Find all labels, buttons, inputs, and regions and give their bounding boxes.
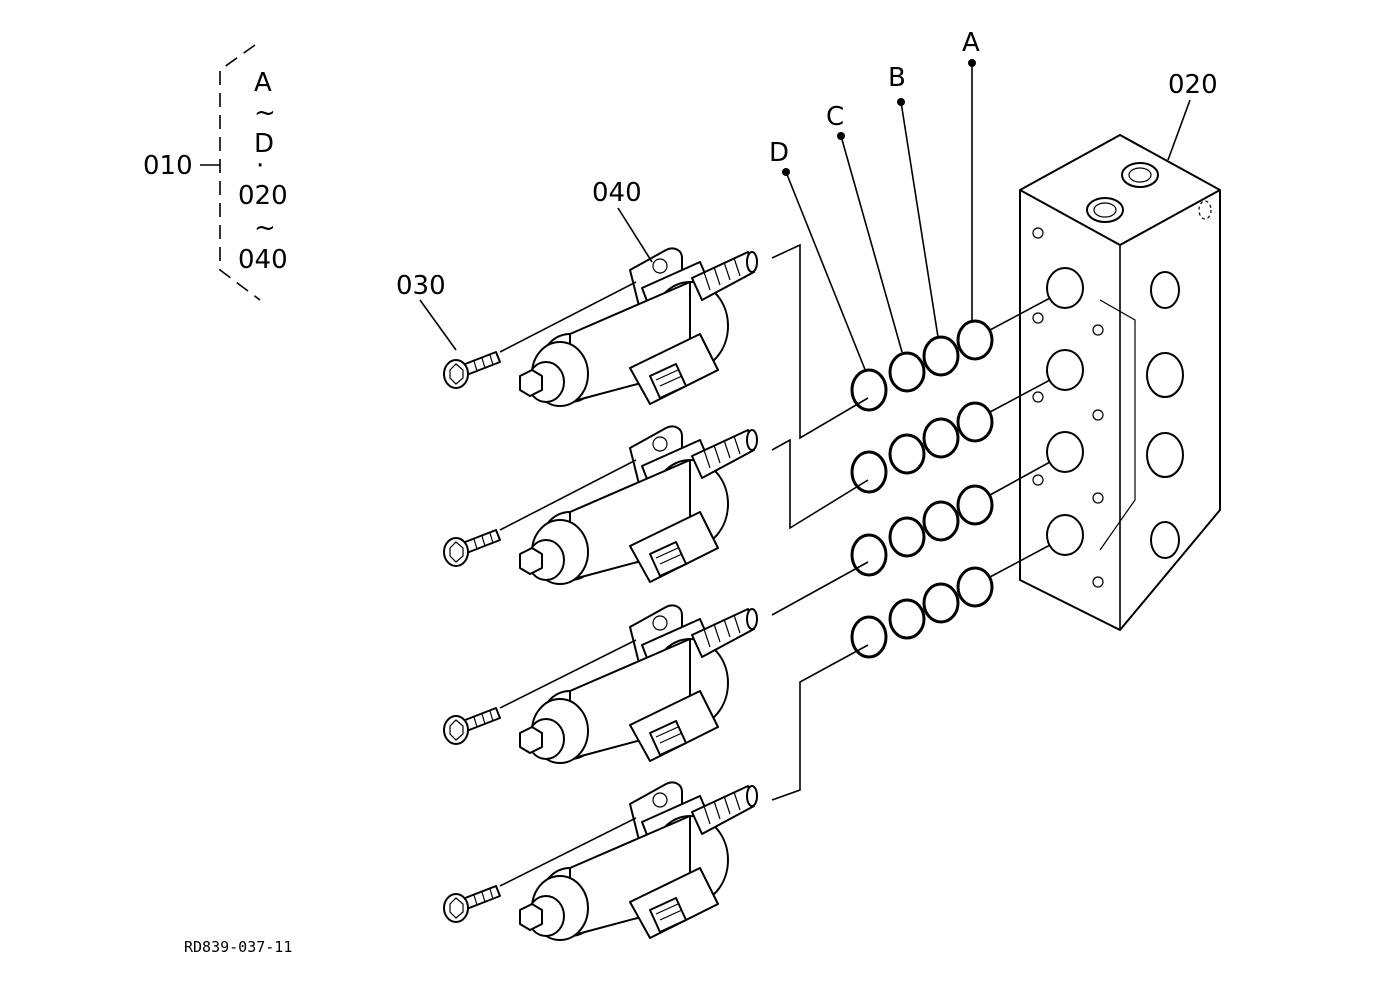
legend-range-a-end: D: [254, 129, 274, 159]
legend-range-a-start: A: [254, 68, 272, 98]
callout-020: 020: [1167, 70, 1218, 161]
legend-dot: ·: [256, 151, 264, 181]
callout-020-label: 020: [1168, 70, 1218, 100]
callout-b-label: B: [888, 63, 906, 93]
o-ring-set-1: [850, 319, 994, 412]
bolt-axis-lines: [499, 281, 637, 887]
callout-c: C: [826, 102, 903, 353]
drawing-id: RD839-037-11: [184, 938, 292, 956]
o-ring-set-3: [850, 484, 994, 577]
callout-d-label: D: [769, 138, 789, 168]
legend-range-b-start: 020: [238, 181, 288, 211]
legend-group-number: 010: [143, 151, 193, 181]
bolt-4: [443, 885, 501, 923]
solenoid-valve-2: [519, 425, 758, 585]
callout-c-label: C: [826, 102, 844, 132]
callout-a: A: [962, 28, 980, 322]
solenoid-valve-1: [519, 247, 758, 407]
callout-030: 030: [396, 271, 457, 351]
bolt-3: [443, 707, 501, 745]
o-ring-set-2: [850, 401, 994, 494]
callout-d: D: [769, 138, 867, 373]
legend-range-a-tilde: ~: [254, 98, 276, 128]
bolt-2: [443, 529, 501, 567]
o-ring-set-4: [850, 566, 994, 659]
valve-block-020: [1019, 134, 1221, 631]
bolt-1: [443, 351, 501, 389]
callout-030-label: 030: [396, 271, 446, 301]
solenoid-valve-4: [519, 781, 758, 941]
legend-range-b-end: 040: [238, 245, 288, 275]
callout-b: B: [888, 63, 939, 338]
callout-040: 040: [592, 178, 653, 263]
legend-range-b-tilde: ~: [254, 213, 276, 243]
legend-bracket: [219, 44, 261, 301]
callout-a-label: A: [962, 28, 980, 58]
legend-group: 010 A ~ D · 020 ~ 040: [143, 44, 288, 301]
callout-040-label: 040: [592, 178, 642, 208]
port-axis-lines: [771, 243, 1051, 801]
solenoid-valve-3: [519, 604, 758, 764]
